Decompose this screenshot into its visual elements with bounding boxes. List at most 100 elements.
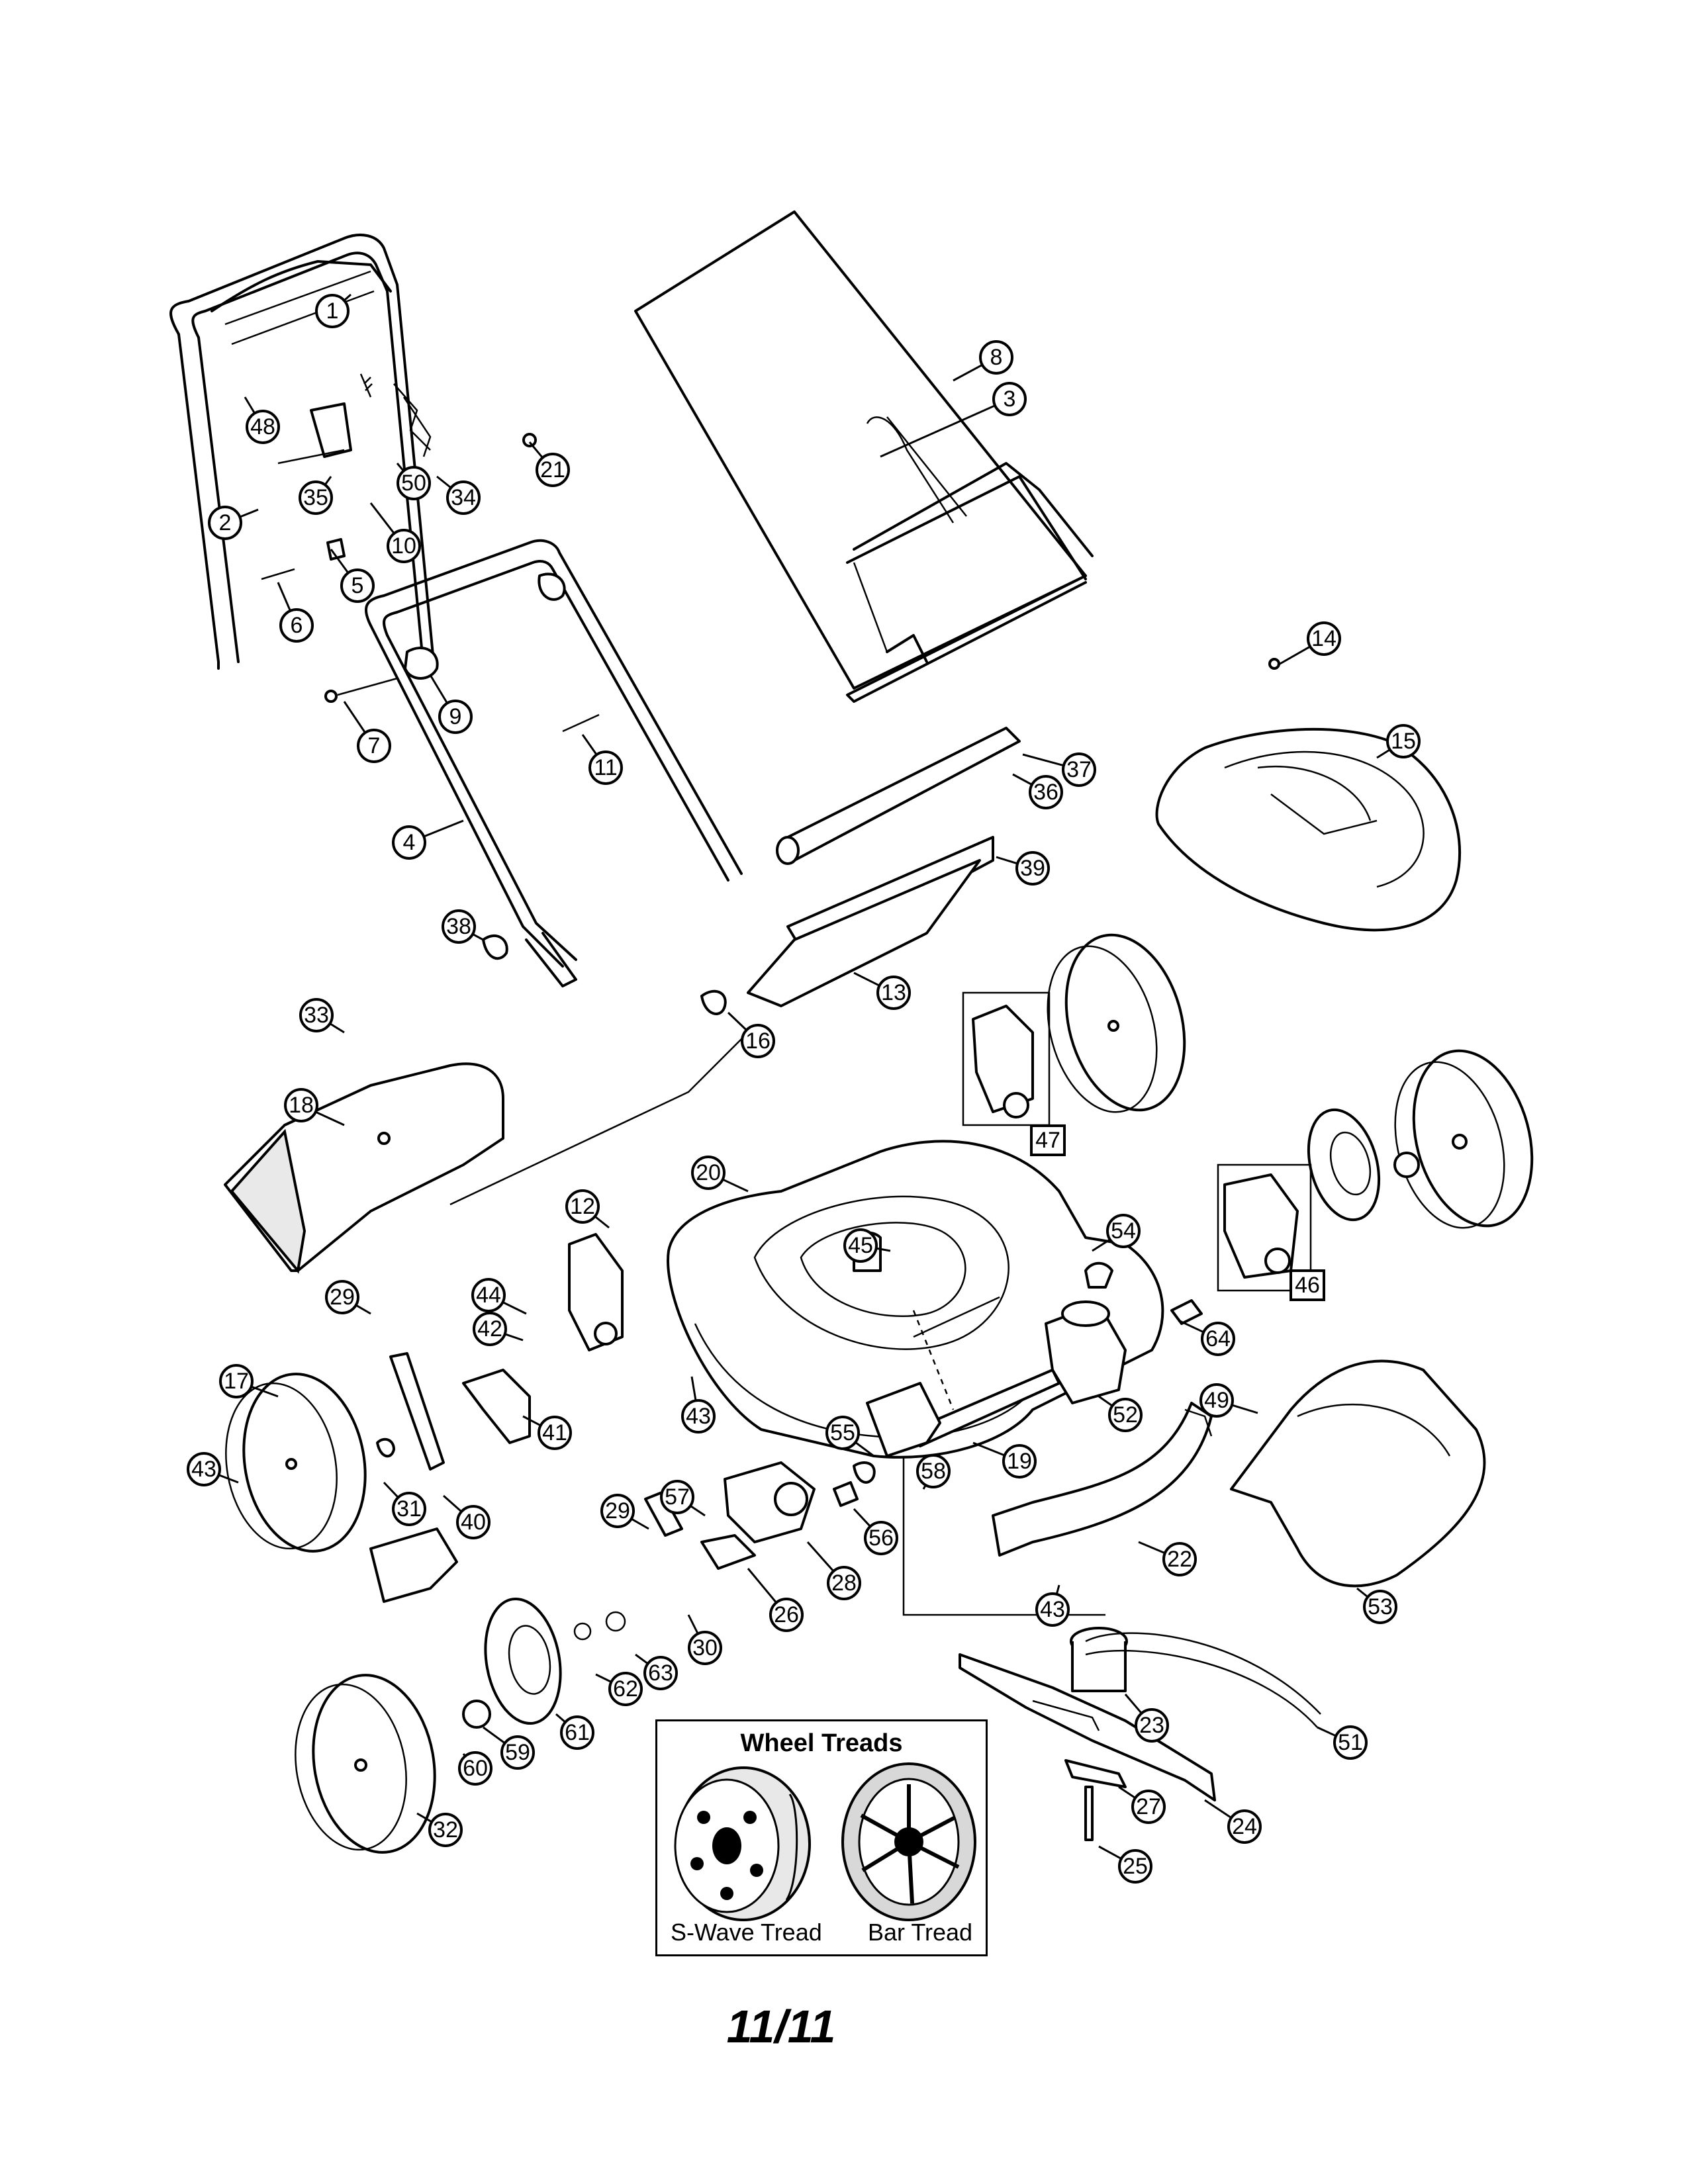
callout-number: 21 <box>540 457 565 482</box>
callout-63: 63 <box>635 1653 678 1690</box>
callout-35: 35 <box>299 476 333 515</box>
callout-33: 33 <box>299 998 345 1034</box>
callout-number: 7 <box>368 733 381 758</box>
wheel-treads-title: Wheel Treads <box>740 1729 903 1757</box>
callout-28: 28 <box>806 1541 861 1600</box>
callout-29: 29 <box>600 1494 649 1530</box>
callout-24: 24 <box>1204 1799 1262 1844</box>
callout-19: 19 <box>972 1441 1037 1479</box>
callout-number: 25 <box>1123 1854 1148 1879</box>
callout-29: 29 <box>325 1280 371 1315</box>
callout-17: 17 <box>219 1364 279 1398</box>
baffle <box>992 1402 1213 1557</box>
callout-number: 1 <box>326 298 339 324</box>
callout-39: 39 <box>996 851 1050 886</box>
rear-wheel-right <box>1307 1049 1534 1229</box>
callout-51: 51 <box>1317 1725 1368 1760</box>
callout-number: 8 <box>990 345 1003 370</box>
callout-number: 38 <box>446 914 471 939</box>
callout-number: 54 <box>1111 1218 1136 1244</box>
callout-55: 55 <box>825 1416 874 1457</box>
callout-32: 32 <box>416 1812 463 1847</box>
wheel-treads-inset: Wheel Treads S-Wave Tread Bar Tread <box>655 1719 988 1956</box>
rear-wheel-upper <box>1047 933 1186 1113</box>
callout-50: 50 <box>396 463 431 500</box>
callout-41: 41 <box>522 1415 572 1450</box>
upper-handle <box>169 234 435 670</box>
callout-number: 41 <box>542 1420 567 1445</box>
height-adjuster-46 <box>1217 1163 1312 1292</box>
s-wave-tread-wheel <box>674 1766 811 1921</box>
callout-2: 2 <box>208 506 259 540</box>
s-wave-tread-label: S-Wave Tread <box>671 1919 822 1946</box>
callout-number: 23 <box>1139 1713 1164 1738</box>
callout-36: 36 <box>1012 773 1063 809</box>
callout-number: 28 <box>831 1570 857 1596</box>
height-adjuster-47 <box>962 991 1051 1126</box>
callout-6: 6 <box>277 582 314 643</box>
callout-1: 1 <box>315 293 352 328</box>
callout-number: 40 <box>461 1510 486 1535</box>
callout-number: 4 <box>403 830 416 855</box>
callout-number: 31 <box>397 1496 422 1522</box>
bar-tread-label: Bar Tread <box>868 1919 973 1946</box>
callout-number: 63 <box>648 1661 673 1686</box>
callout-number: 61 <box>565 1720 590 1745</box>
callout-number: 22 <box>1167 1547 1192 1572</box>
callout-8: 8 <box>953 340 1013 382</box>
callout-7: 7 <box>343 701 391 763</box>
callout-number: 60 <box>463 1756 488 1781</box>
callout-number: 19 <box>1007 1449 1032 1474</box>
callout-number: 17 <box>224 1369 249 1394</box>
callout-number: 57 <box>665 1484 690 1510</box>
callout-45: 45 <box>843 1228 891 1263</box>
side-discharge-cover <box>1230 1359 1486 1588</box>
callout-number: 55 <box>830 1420 855 1445</box>
callout-48: 48 <box>244 396 280 444</box>
page-number: 11/11 <box>726 2001 836 2052</box>
callout-number: 56 <box>868 1525 894 1551</box>
callout-number: 46 <box>1295 1273 1320 1298</box>
callout-43: 43 <box>187 1452 239 1486</box>
callout-31: 31 <box>383 1481 426 1526</box>
callout-number: 14 <box>1311 626 1336 651</box>
callout-number: 29 <box>605 1498 630 1524</box>
callout-9: 9 <box>429 674 473 734</box>
callout-number: 50 <box>401 471 426 496</box>
callout-number: 13 <box>881 980 906 1005</box>
rear-door-assembly <box>700 727 1021 1015</box>
callout-12: 12 <box>565 1189 610 1229</box>
mulch-deflector <box>224 1062 504 1274</box>
callout-43: 43 <box>1035 1584 1070 1627</box>
callout-number: 9 <box>449 704 462 729</box>
callout-number: 2 <box>219 510 232 535</box>
front-height-adjuster <box>369 1233 683 1603</box>
callout-number: 26 <box>774 1602 799 1627</box>
callout-40: 40 <box>443 1494 491 1539</box>
callout-number: 3 <box>1004 387 1016 412</box>
callout-number: 29 <box>330 1285 355 1310</box>
callout-34: 34 <box>436 475 481 515</box>
callout-25: 25 <box>1098 1845 1152 1884</box>
grass-bag <box>634 210 1094 703</box>
callout-16: 16 <box>727 1011 775 1058</box>
callout-42: 42 <box>473 1312 524 1346</box>
callout-number: 5 <box>352 573 364 598</box>
callout-59: 59 <box>483 1726 535 1770</box>
callout-number: 6 <box>291 613 303 638</box>
callout-58: 58 <box>916 1454 951 1490</box>
callout-number: 53 <box>1368 1594 1393 1619</box>
callout-5: 5 <box>330 549 375 603</box>
callout-number: 15 <box>1391 729 1416 754</box>
callout-number: 11 <box>594 755 617 780</box>
callout-60: 60 <box>458 1751 492 1786</box>
callout-22: 22 <box>1138 1541 1197 1576</box>
callout-number: 10 <box>391 533 416 559</box>
front-wheel-32 <box>295 1597 626 1854</box>
callout-number: 20 <box>696 1160 721 1185</box>
callout-number: 62 <box>613 1676 638 1702</box>
callout-14: 14 <box>1277 621 1341 666</box>
callout-number: 64 <box>1205 1326 1231 1351</box>
